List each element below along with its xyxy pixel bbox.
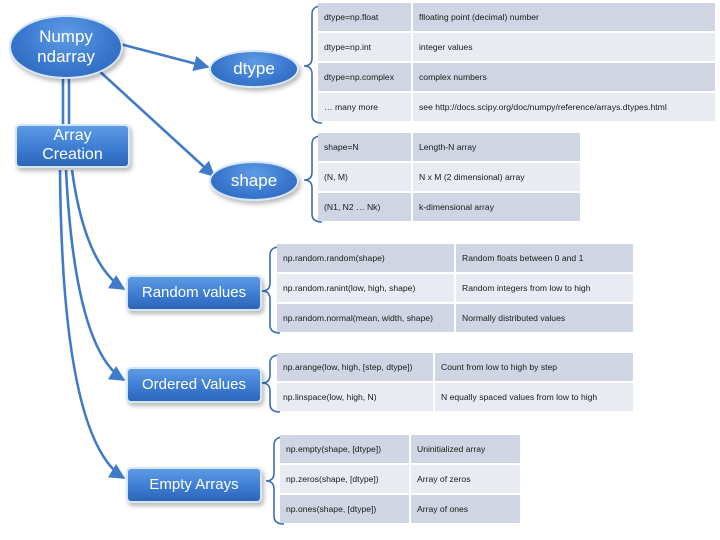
dtype-option-cell: dtype=np.complex [318,61,412,92]
bracket-shape [303,135,323,223]
function-cell: np.arange(low, high, [step, dtype]) [277,353,434,382]
function-cell: np.zeros(shape, [dtype]) [280,463,410,494]
function-cell: np.random.normal(mean, width, shape) [277,302,455,332]
description-cell: Array of zeros [409,463,520,494]
function-cell: np.ones(shape, [dtype]) [280,493,410,523]
bracket-random [261,246,281,334]
shape-label: shape [230,170,278,190]
table-row: dtype=np.float flloating point (decimal)… [318,3,715,32]
shape-node: shape [209,161,299,201]
description-cell: Random floats between 0 and 1 [454,244,633,273]
dtype-option-cell: … many more [318,91,412,121]
function-cell: np.empty(shape, [dtype]) [280,435,410,464]
ordered-values-table: np.arange(low, high, [step, dtype]) Coun… [277,353,633,411]
table-row: (N, M) N x M (2 dimensional) array [318,161,580,192]
description-cell: Random integers from low to high [454,272,633,303]
empty-arrays-node: Empty Arrays [126,467,262,503]
table-row: np.random.random(shape) Random floats be… [277,244,633,273]
empty-arrays-label: Empty Arrays [149,476,239,494]
ordered-values-label: Ordered Values [142,376,246,394]
description-cell: Normally distributed values [454,302,633,332]
connector-creation-to-empty [58,169,126,480]
shape-table: shape=N Length-N array (N, M) N x M (2 d… [318,133,580,221]
connector-numpy-to-shape [95,67,216,178]
dtype-table: dtype=np.float flloating point (decimal)… [318,3,715,121]
table-row: … many more see http://docs.scipy.org/do… [318,91,715,121]
shape-option-cell: (N1, N2 … Nk) [318,191,412,221]
bracket-empty [265,436,285,525]
table-row: (N1, N2 … Nk) k-dimensional array [318,191,580,221]
table-row: np.linspace(low, high, N) N equally spac… [277,381,633,411]
table-row: dtype=np.int integer values [318,31,715,62]
table-row: np.ones(shape, [dtype]) Array of ones [280,493,520,523]
shape-description-cell: N x M (2 dimensional) array [411,161,580,192]
function-cell: np.linspace(low, high, N) [277,381,434,411]
dtype-description-cell: flloating point (decimal) number [411,3,715,32]
description-cell: Count from low to high by step [433,353,633,382]
table-row: np.arange(low, high, [step, dtype]) Coun… [277,353,633,382]
dtype-label: dtype [233,58,275,78]
shape-option-cell: (N, M) [318,161,412,192]
bracket-dtype [303,5,323,124]
table-row: np.random.ranint(low, high, shape) Rando… [277,272,633,303]
random-values-table: np.random.random(shape) Random floats be… [277,244,633,332]
shape-option-cell: shape=N [318,133,412,162]
dtype-description-cell: complex numbers [411,61,715,92]
description-cell: Uninitialized array [409,435,520,464]
connector-creation-to-ordered [64,169,126,382]
table-row: shape=N Length-N array [318,133,580,162]
description-cell: N equally spaced values from low to high [433,381,633,411]
table-row: np.random.normal(mean, width, shape) Nor… [277,302,633,332]
array-creation-node: Array Creation [15,124,130,168]
shape-description-cell: Length-N array [411,133,580,162]
connector-numpy-to-dtype [119,42,210,71]
description-cell: Array of ones [409,493,520,523]
dtype-description-cell: see http://docs.scipy.org/doc/numpy/refe… [411,91,715,121]
dtype-option-cell: dtype=np.int [318,31,412,62]
array-creation-label: Array Creation [42,127,103,163]
dtype-description-cell: integer values [411,31,715,62]
numpy-ndarray-node: Numpy ndarray [9,15,123,79]
dtype-node: dtype [209,50,299,88]
random-values-label: Random values [141,284,247,302]
table-row: np.empty(shape, [dtype]) Uninitialized a… [280,435,520,464]
shape-description-cell: k-dimensional array [411,191,580,221]
function-cell: np.random.random(shape) [277,244,455,273]
ordered-values-node: Ordered Values [126,367,262,403]
numpy-ndarray-label: Numpy ndarray [37,26,95,66]
bracket-ordered [261,354,281,413]
empty-arrays-table: np.empty(shape, [dtype]) Uninitialized a… [280,435,520,523]
function-cell: np.random.ranint(low, high, shape) [277,272,455,303]
random-values-node: Random values [126,275,262,311]
dtype-option-cell: dtype=np.float [318,3,412,32]
table-row: np.zeros(shape, [dtype]) Array of zeros [280,463,520,494]
connector-creation-to-random [70,169,126,291]
table-row: dtype=np.complex complex numbers [318,61,715,92]
